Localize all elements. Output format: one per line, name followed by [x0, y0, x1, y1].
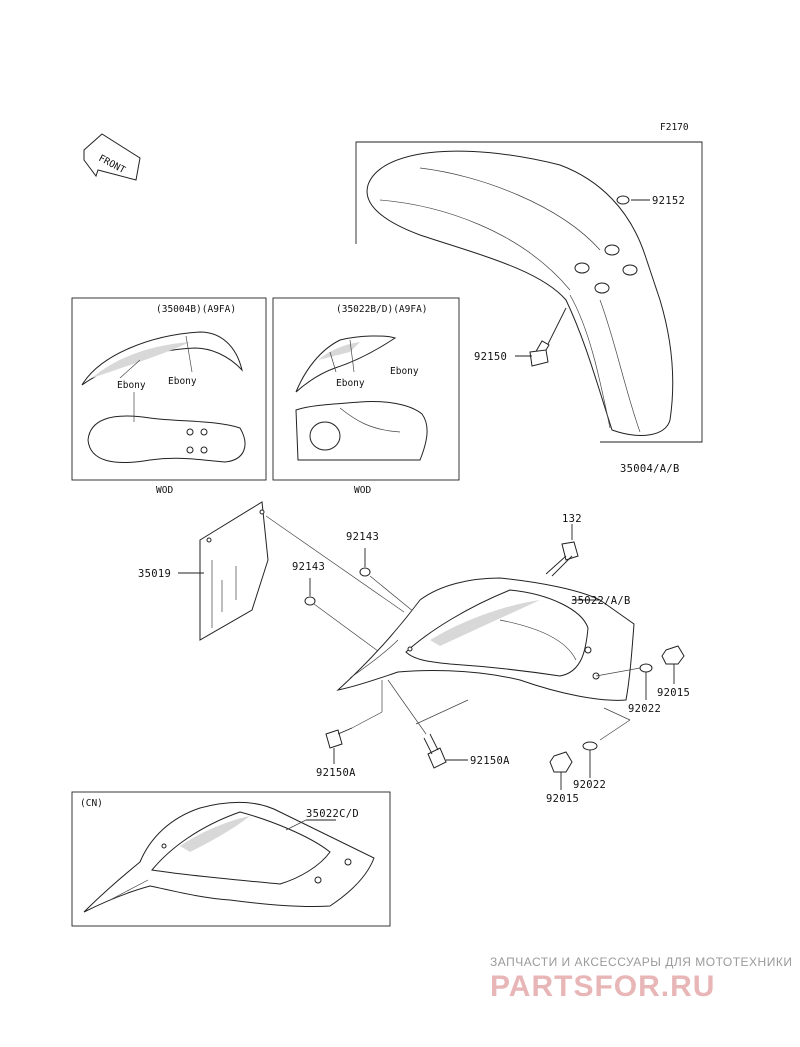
- inset-left-footer: WOD: [156, 485, 173, 496]
- label-92143-a: 92143: [346, 531, 379, 543]
- watermark-brand: PARTSFOR.RU: [490, 970, 715, 1003]
- inset-left-ebony-a: Ebony: [168, 376, 197, 387]
- inset-right-footer: WOD: [354, 485, 371, 496]
- figure-code: F2170: [660, 122, 689, 133]
- tail-cowl-35022: [336, 577, 635, 701]
- inset-right-header: (35022B/D)(A9FA): [336, 304, 428, 315]
- label-35019: 35019: [138, 568, 171, 580]
- label-92015-bottom: 92015: [546, 793, 579, 805]
- label-92150-top: 92150: [474, 351, 507, 363]
- inset-right: (35022B/D)(A9FA) Ebony Ebony WOD: [272, 297, 460, 496]
- bracket-35019: [199, 501, 269, 641]
- leader-92150-top: [547, 307, 567, 345]
- label-35022CD: 35022C/D: [306, 808, 359, 820]
- inset-left: (35004B)(A9FA) Ebony Ebony WOD: [71, 297, 267, 496]
- label-92150A-mid: 92150A: [470, 755, 510, 767]
- label-92022-bottom: 92022: [573, 779, 606, 791]
- watermark-tagline: ЗАПЧАСТИ И АКСЕССУАРЫ ДЛЯ МОТОТЕХНИКИ: [490, 955, 792, 969]
- front-arrow-icon: FRONT: [83, 133, 141, 181]
- front-fender-callout-box: [355, 141, 703, 443]
- label-132: 132: [562, 513, 582, 525]
- nut-92015-right: [661, 645, 685, 665]
- label-92152: 92152: [652, 195, 685, 207]
- washer-92022-bottom: [582, 741, 598, 751]
- nut-92015-bottom: [549, 751, 573, 773]
- washer-92143-b: [304, 596, 316, 606]
- label-35022: 35022/A/B: [571, 595, 631, 607]
- inset-cn-header: (CN): [80, 798, 103, 809]
- inset-cn: (CN): [71, 791, 391, 927]
- inset-left-header: (35004B)(A9FA): [156, 304, 236, 315]
- washer-92143-a: [359, 567, 371, 577]
- label-92015-right: 92015: [657, 687, 690, 699]
- inset-right-ebony-b: Ebony: [390, 366, 419, 377]
- bolt-92150A-left: [325, 727, 353, 749]
- bolt-92150A-mid: [423, 733, 447, 769]
- label-92150A-left: 92150A: [316, 767, 356, 779]
- washer-92022-right: [639, 663, 653, 673]
- label-92143-b: 92143: [292, 561, 325, 573]
- inset-right-ebony-a: Ebony: [336, 378, 365, 389]
- label-92022-right: 92022: [628, 703, 661, 715]
- bolt-132: [545, 541, 579, 577]
- label-35004: 35004/A/B: [620, 463, 680, 475]
- bolt-92150-top: [529, 340, 550, 367]
- inset-left-ebony-b: Ebony: [117, 380, 146, 391]
- front-fender-part: [366, 150, 674, 436]
